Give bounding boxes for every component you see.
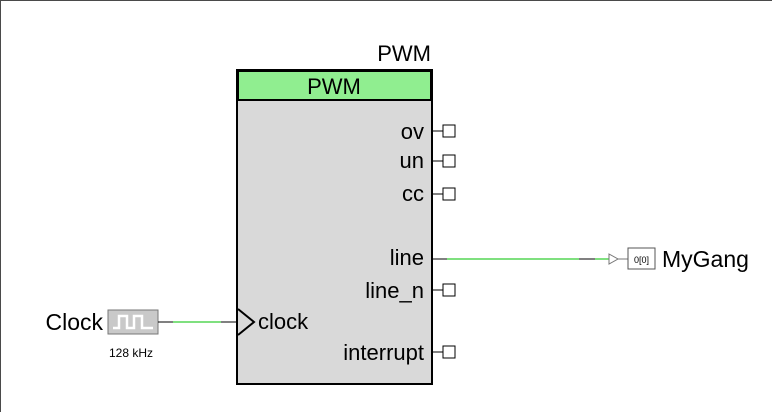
component-body[interactable] <box>236 69 433 385</box>
bus-index-label: 0[0] <box>634 255 649 265</box>
no-connect-icon <box>442 345 456 359</box>
clock-frequency-label: 128 kHz <box>109 346 153 360</box>
output-terminal-icon <box>608 253 620 265</box>
component-type-label: PWM <box>307 74 361 99</box>
clock-name-label: Clock <box>45 309 103 335</box>
pin-label-interrupt: interrupt <box>343 340 424 365</box>
terminal-interrupt[interactable] <box>432 345 456 359</box>
pin-label-line-n: line_n <box>365 278 424 303</box>
pin-label-un: un <box>400 148 424 173</box>
terminal-line-n[interactable] <box>432 283 456 297</box>
clock-input-triangle-icon <box>237 308 256 336</box>
pin-label-cc: cc <box>402 181 424 206</box>
output-port-mygang[interactable]: 0[0] MyGang <box>608 246 749 272</box>
no-connect-icon <box>442 187 456 201</box>
square-wave-clock-icon <box>107 309 159 335</box>
terminal-ov[interactable] <box>432 124 456 138</box>
terminal-cc[interactable] <box>432 187 456 201</box>
pin-label-clock: clock <box>258 309 309 334</box>
pin-label-ov: ov <box>401 119 424 144</box>
output-port-name: MyGang <box>662 246 749 272</box>
component-header[interactable] <box>237 70 432 101</box>
instance-name-label: PWM <box>377 41 431 66</box>
no-connect-icon <box>442 283 456 297</box>
clock-source[interactable]: Clock 128 kHz <box>45 309 159 360</box>
bus-index-box <box>627 247 656 270</box>
pin-label-line: line <box>390 245 424 270</box>
no-connect-icon <box>442 124 456 138</box>
no-connect-icon <box>442 154 456 168</box>
pwm-component[interactable]: PWM ov un cc line line_n interrupt clock <box>236 69 433 385</box>
terminal-un[interactable] <box>432 154 456 168</box>
